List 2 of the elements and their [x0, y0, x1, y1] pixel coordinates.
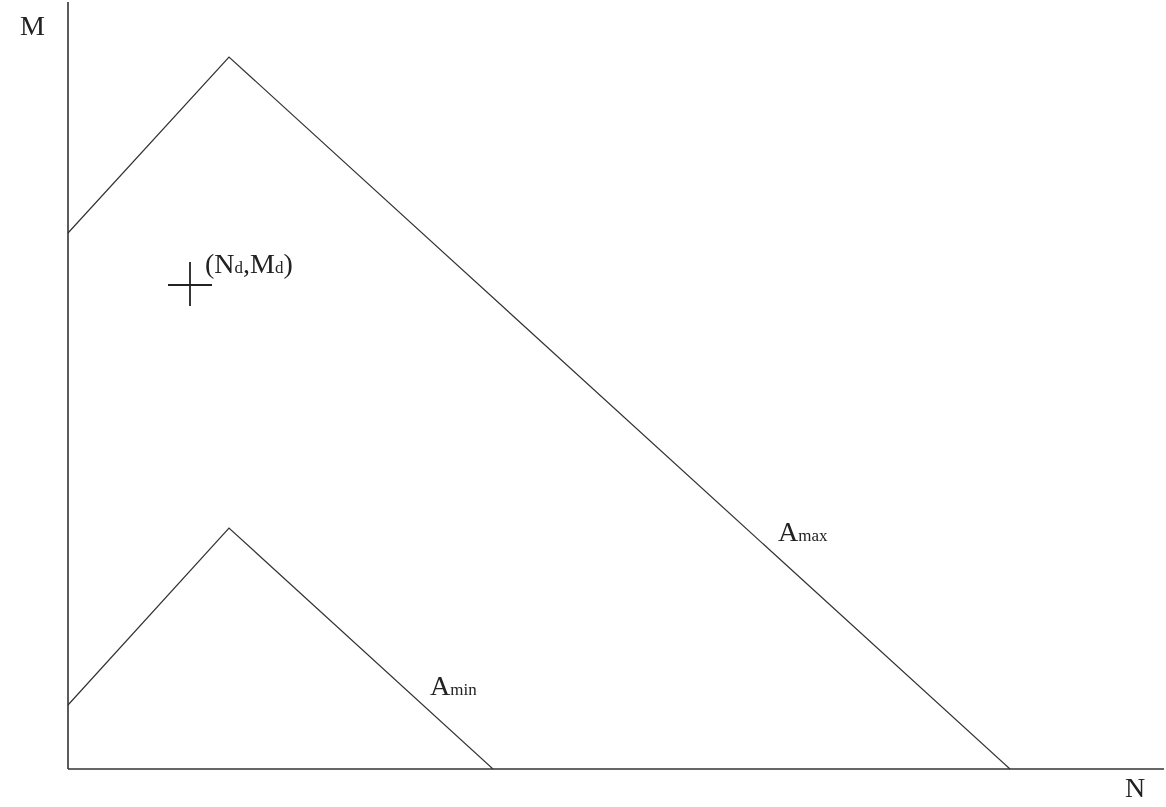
- axis-label: N: [1125, 774, 1146, 802]
- axis-label: M: [20, 12, 45, 40]
